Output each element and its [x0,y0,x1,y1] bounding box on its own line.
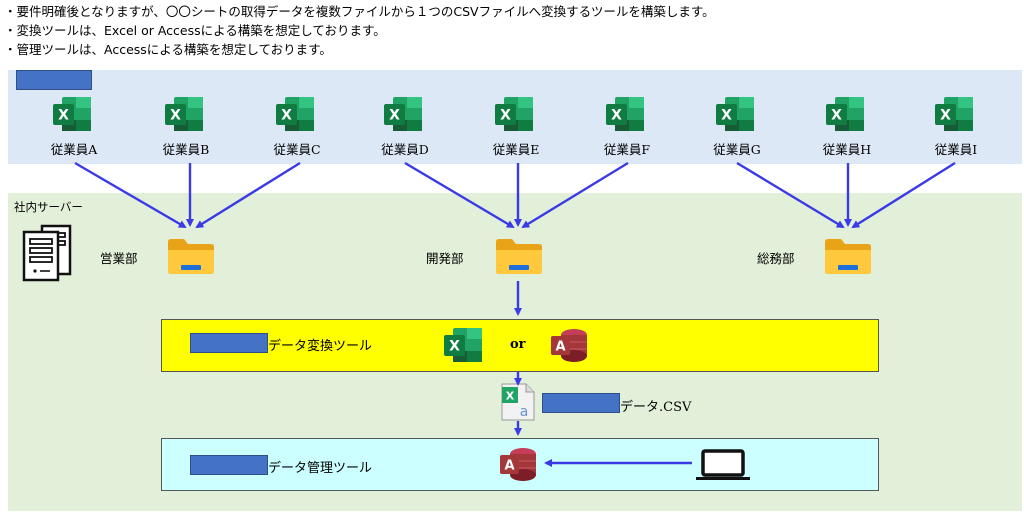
employee-label: 従業員G [713,142,761,157]
redacted-box [16,70,92,90]
flow-arrow [851,161,956,229]
csv-label: データ.CSV [620,400,692,415]
employee-label: 従業員C [273,142,321,157]
server-icon [22,224,72,282]
conversion-tool-box [161,319,879,372]
employee-label: 従業員A [50,142,98,157]
redacted-box [190,455,268,475]
svg-text:a: a [520,404,529,420]
csv-file-icon: X a [501,383,535,421]
flow-arrow [195,161,301,229]
note-line: ・変換ツールは、Excel or Accessによる構築を想定しております。 [4,23,386,38]
note-line: ・管理ツールは、Accessによる構築を想定しております。 [4,42,332,57]
or-label: or [510,337,526,352]
department-label: 営業部 [100,251,138,266]
department-label: 総務部 [757,251,795,266]
flow-arrow [521,161,629,229]
employee-label: 従業員D [381,142,429,157]
employee-label: 従業員F [603,142,651,157]
employee-label: 従業員B [162,142,210,157]
note-line: ・要件明確後となりますが、〇〇シートの取得データを複数ファイルから１つのCSVフ… [4,4,715,19]
employee-label: 従業員E [492,142,540,157]
department-label: 開発部 [426,251,464,266]
notes: ・要件明確後となりますが、〇〇シートの取得データを複数ファイルから１つのCSVフ… [4,2,715,59]
flow-arrow [404,161,515,229]
server-label: 社内サーバー [14,200,83,214]
redacted-box [190,333,268,353]
conversion-tool-label: データ変換ツール [268,339,373,354]
flow-arrow [736,161,845,229]
management-tool-label: データ管理ツール [268,461,373,476]
employee-label: 従業員H [822,142,872,157]
flow-arrow [74,161,187,229]
employee-label: 従業員I [934,142,978,157]
laptop-icon [696,449,750,480]
redacted-box [542,393,620,413]
svg-text:X: X [506,390,515,403]
